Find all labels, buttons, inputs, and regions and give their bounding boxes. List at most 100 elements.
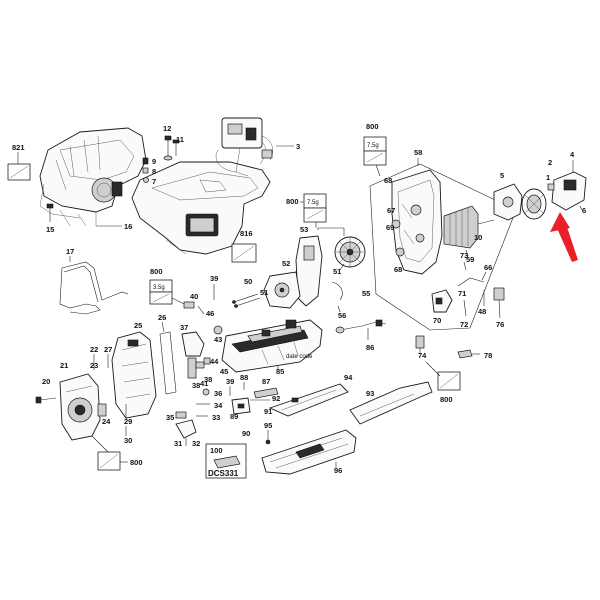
plunger-rod-86 xyxy=(335,319,387,334)
label-100: 100 xyxy=(210,446,223,455)
label-4: 4 xyxy=(570,150,575,159)
label-66: 66 xyxy=(484,263,492,272)
label-51-top: 51 xyxy=(333,267,341,276)
motor-subassembly-box xyxy=(369,163,517,331)
part-40 xyxy=(183,301,195,309)
label-92: 92 xyxy=(272,394,280,403)
bracket-70 xyxy=(431,289,453,313)
shoe-base-85 xyxy=(221,319,323,373)
label-76: 76 xyxy=(496,320,504,329)
wire-clip-17 xyxy=(59,261,129,315)
label-10: 10 xyxy=(474,233,482,242)
label-6: 6 xyxy=(582,206,586,215)
cover-93 xyxy=(349,381,433,425)
label-73: 73 xyxy=(460,251,468,260)
label-7: 7 xyxy=(152,177,156,186)
lever-53 xyxy=(295,235,323,307)
label-51: 51 xyxy=(260,288,268,297)
label-16: 16 xyxy=(124,222,132,231)
part-43 xyxy=(213,325,223,335)
label-24: 24 xyxy=(102,417,111,426)
label-44: 44 xyxy=(210,357,219,366)
label-7-5g-a: 7.5g xyxy=(367,143,379,149)
label-33: 33 xyxy=(212,413,220,422)
label-96: 96 xyxy=(334,466,342,475)
label-800c: 800 xyxy=(150,267,163,276)
label-45: 45 xyxy=(220,367,228,376)
part-24 xyxy=(97,403,107,417)
label-25: 25 xyxy=(134,321,142,330)
label-56: 56 xyxy=(338,311,346,320)
pins-50 xyxy=(232,293,261,308)
motor-stator-2 xyxy=(521,188,547,220)
part-74 xyxy=(415,335,425,349)
label-32: 32 xyxy=(192,439,200,448)
label-72: 72 xyxy=(460,320,468,329)
screw-20 xyxy=(35,396,57,404)
label-20: 20 xyxy=(42,377,50,386)
part-76 xyxy=(493,287,505,301)
part-44 xyxy=(203,357,211,365)
shoe-plate-96 xyxy=(261,429,357,475)
label-23: 23 xyxy=(90,361,98,370)
label-3-5g: 3.5g xyxy=(153,285,165,291)
label-94: 94 xyxy=(344,373,353,382)
screw-15 xyxy=(46,203,54,222)
spacer-26 xyxy=(159,331,177,395)
label-27: 27 xyxy=(104,345,112,354)
label-69: 69 xyxy=(386,223,394,232)
pad-89 xyxy=(231,397,251,415)
blade-clamp-31 xyxy=(175,419,197,446)
label-35: 35 xyxy=(166,413,174,422)
label-39b: 39 xyxy=(226,377,234,386)
spring-clip-73 xyxy=(457,277,485,287)
label-12: 12 xyxy=(163,124,171,133)
label-31: 31 xyxy=(174,439,182,448)
part-68 xyxy=(395,247,405,257)
label-71: 71 xyxy=(458,289,466,298)
label-43: 43 xyxy=(214,335,222,344)
label-8: 8 xyxy=(152,167,156,176)
spring-55 xyxy=(331,281,343,301)
label-800e: 800 xyxy=(130,458,143,467)
label-34: 34 xyxy=(214,401,223,410)
part-87 xyxy=(253,387,279,399)
label-date-code: date code xyxy=(286,354,313,360)
label-5: 5 xyxy=(500,171,504,180)
part-67 xyxy=(391,219,401,229)
label-87: 87 xyxy=(262,377,270,386)
label-36: 36 xyxy=(214,389,222,398)
label-52: 52 xyxy=(282,259,290,268)
label-53: 53 xyxy=(300,225,308,234)
part-9 xyxy=(142,157,149,165)
label-91: 91 xyxy=(264,407,272,416)
part-36 xyxy=(202,388,210,396)
label-38b: 38 xyxy=(204,375,212,384)
label-1: 1 xyxy=(546,173,550,182)
side-cover-21 xyxy=(59,373,101,441)
label-21: 21 xyxy=(60,361,68,370)
label-58: 58 xyxy=(414,148,422,157)
label-800d: 800 xyxy=(440,395,453,404)
part-8 xyxy=(142,167,149,174)
gear-51 xyxy=(334,236,366,268)
part-78 xyxy=(457,349,480,359)
label-41: 41 xyxy=(200,379,208,388)
label-26: 26 xyxy=(158,313,166,322)
label-93: 93 xyxy=(366,389,374,398)
part-100 xyxy=(213,455,241,469)
label-11: 11 xyxy=(176,135,184,144)
armature-59 xyxy=(443,205,495,249)
housing-right-half xyxy=(131,161,271,255)
label-9: 9 xyxy=(152,157,156,166)
label-22: 22 xyxy=(90,345,98,354)
label-29: 29 xyxy=(124,417,132,426)
plate-52 xyxy=(263,271,301,309)
label-816: 816 xyxy=(240,229,253,238)
label-85: 85 xyxy=(276,367,284,376)
part-95 xyxy=(265,439,271,445)
label-48: 48 xyxy=(478,307,486,316)
label-50: 50 xyxy=(244,277,252,286)
switch-assembly-3 xyxy=(215,117,273,177)
